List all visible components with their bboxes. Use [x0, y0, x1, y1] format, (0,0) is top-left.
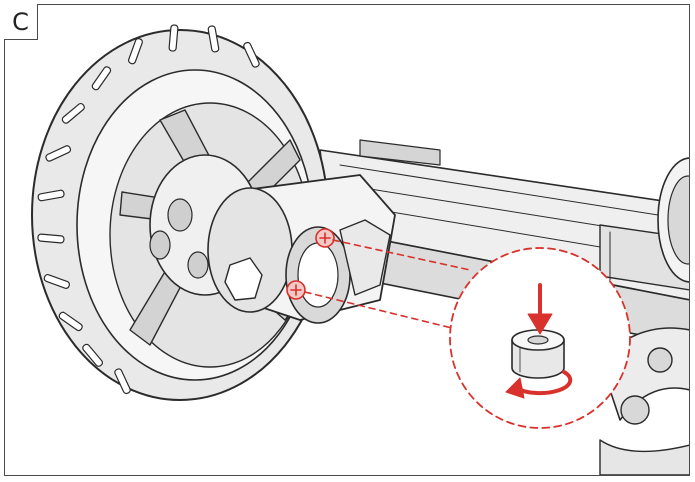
step-label: C [4, 4, 38, 40]
screw-bottom-icon [286, 280, 306, 300]
axle-collar [207, 174, 396, 324]
screw-cap-icon [511, 329, 565, 379]
right-gear [657, 157, 689, 283]
rotate-arrow-icon [505, 370, 573, 399]
screw-top-icon [315, 228, 335, 248]
arrow-down-icon [527, 283, 553, 335]
callout-leader-lines [304, 239, 471, 331]
